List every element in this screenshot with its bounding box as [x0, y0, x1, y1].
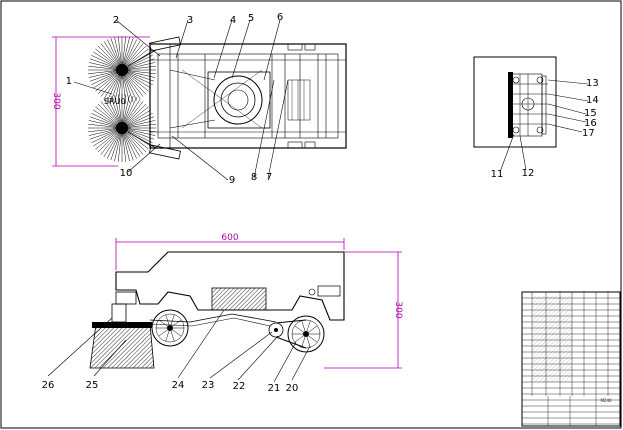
callout-5: 5	[248, 13, 254, 24]
callout-7: 7	[266, 172, 272, 183]
callout-23: 23	[202, 380, 215, 391]
front-view-height-dimension	[324, 251, 402, 369]
front-view-length-dimension	[115, 238, 345, 270]
callout-15: 15	[584, 108, 597, 119]
callout-11: 11	[491, 169, 504, 180]
callout-13: 13	[586, 78, 599, 89]
callout-6: 6	[277, 12, 283, 23]
drawing-number: M240	[600, 398, 612, 403]
callout-12: 12	[522, 168, 535, 179]
top-view: SRU0	[51, 12, 347, 186]
front-view: 600 300 26 25 24 23 22 21 20	[42, 233, 403, 394]
side-view-outline	[473, 56, 557, 148]
title-block: M240	[521, 291, 621, 427]
vehicle-body-outline	[115, 251, 345, 321]
callout-2: 2	[113, 15, 119, 26]
brush-roll-top	[88, 36, 156, 104]
top-view-height-dimension	[52, 36, 150, 167]
callout-17: 17	[582, 128, 595, 139]
callout-16: 16	[584, 118, 597, 129]
svg-text:SRU0: SRU0	[104, 97, 126, 106]
drive-wheel-rear	[287, 315, 325, 353]
callout-14: 14	[586, 95, 599, 106]
callout-24: 24	[172, 380, 185, 391]
side-view: 13 14 15 16 17 11 12	[473, 56, 599, 180]
callout-25: 25	[86, 380, 99, 391]
front-brush	[89, 323, 155, 369]
callout-21: 21	[268, 383, 281, 394]
callout-22: 22	[233, 381, 246, 392]
callout-4: 4	[230, 15, 236, 26]
fan-housing	[213, 75, 263, 125]
callout-8: 8	[251, 172, 257, 183]
chassis-outline	[149, 43, 347, 149]
callout-3: 3	[187, 15, 193, 26]
top-view-height-label: 300	[51, 92, 61, 109]
front-view-height-label: 300	[393, 301, 403, 318]
battery-pack	[211, 287, 267, 311]
front-view-length-label: 600	[221, 233, 238, 243]
callout-10: 10	[120, 168, 133, 179]
callout-20: 20	[286, 383, 299, 394]
callout-1: 1	[66, 76, 72, 87]
callout-9: 9	[229, 175, 235, 186]
callout-26: 26	[42, 380, 55, 391]
